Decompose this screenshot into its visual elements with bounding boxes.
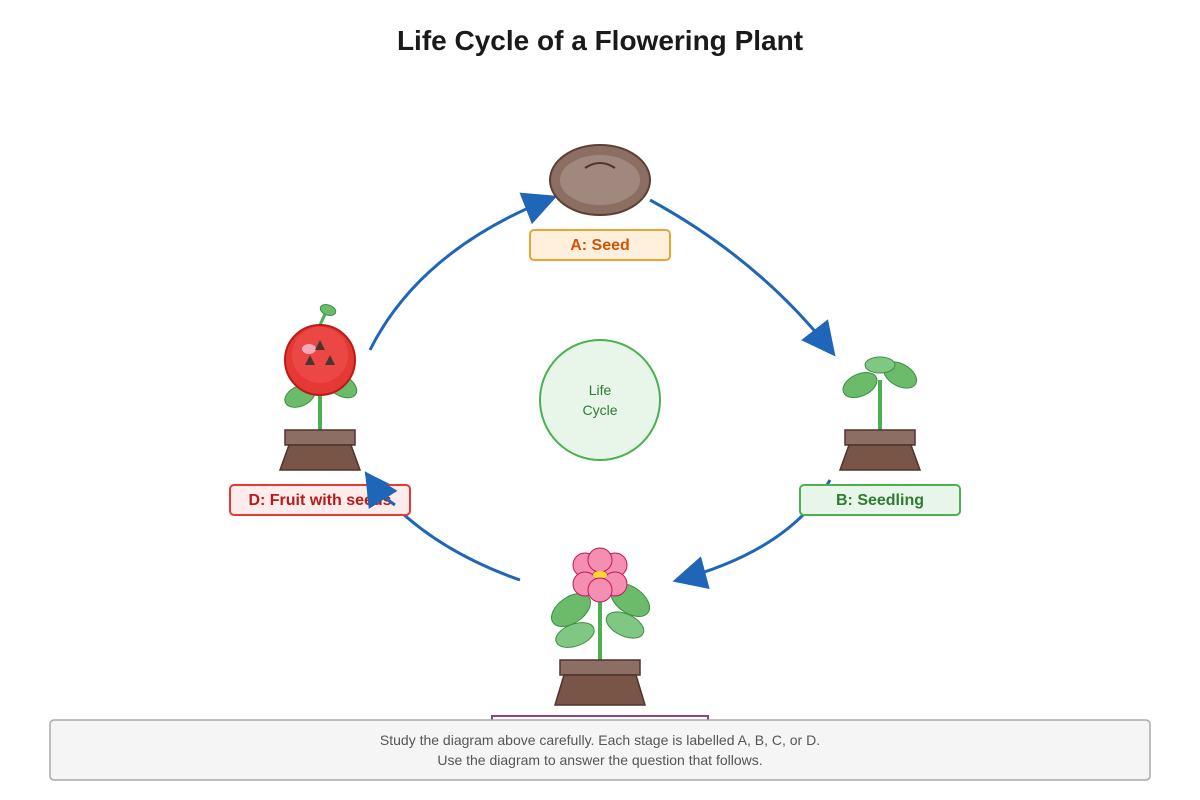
stage-d-label: D: Fruit with seeds: [248, 492, 391, 509]
fruit-plant-illustration: [278, 304, 362, 471]
arrow-d-to-a: [368, 192, 558, 351]
instruction-note: Study the diagram above carefully. Each …: [49, 719, 1151, 781]
stage-b-label-box: B: Seedling: [799, 484, 961, 516]
stage-d-label-box: D: Fruit with seeds: [229, 484, 411, 516]
center-label-line2: Cycle: [582, 402, 617, 418]
seedling-illustration: [838, 356, 922, 471]
center-label-line1: Life: [589, 382, 612, 398]
stage-a-label-box: A: Seed: [529, 229, 671, 261]
stage-b-label: B: Seedling: [836, 492, 924, 509]
flowering-plant-illustration: [550, 547, 651, 706]
arrow-a-to-b: [649, 198, 836, 357]
seed-illustration: [549, 144, 651, 216]
stage-a-label: A: Seed: [570, 237, 630, 254]
center-circle: Life Cycle: [539, 339, 661, 461]
note-line-2: Use the diagram to answer the question t…: [437, 752, 762, 768]
page-title: Life Cycle of a Flowering Plant: [397, 25, 803, 56]
arrow-c-to-d-tip: [364, 471, 398, 510]
note-line-1: Study the diagram above carefully. Each …: [380, 732, 820, 748]
